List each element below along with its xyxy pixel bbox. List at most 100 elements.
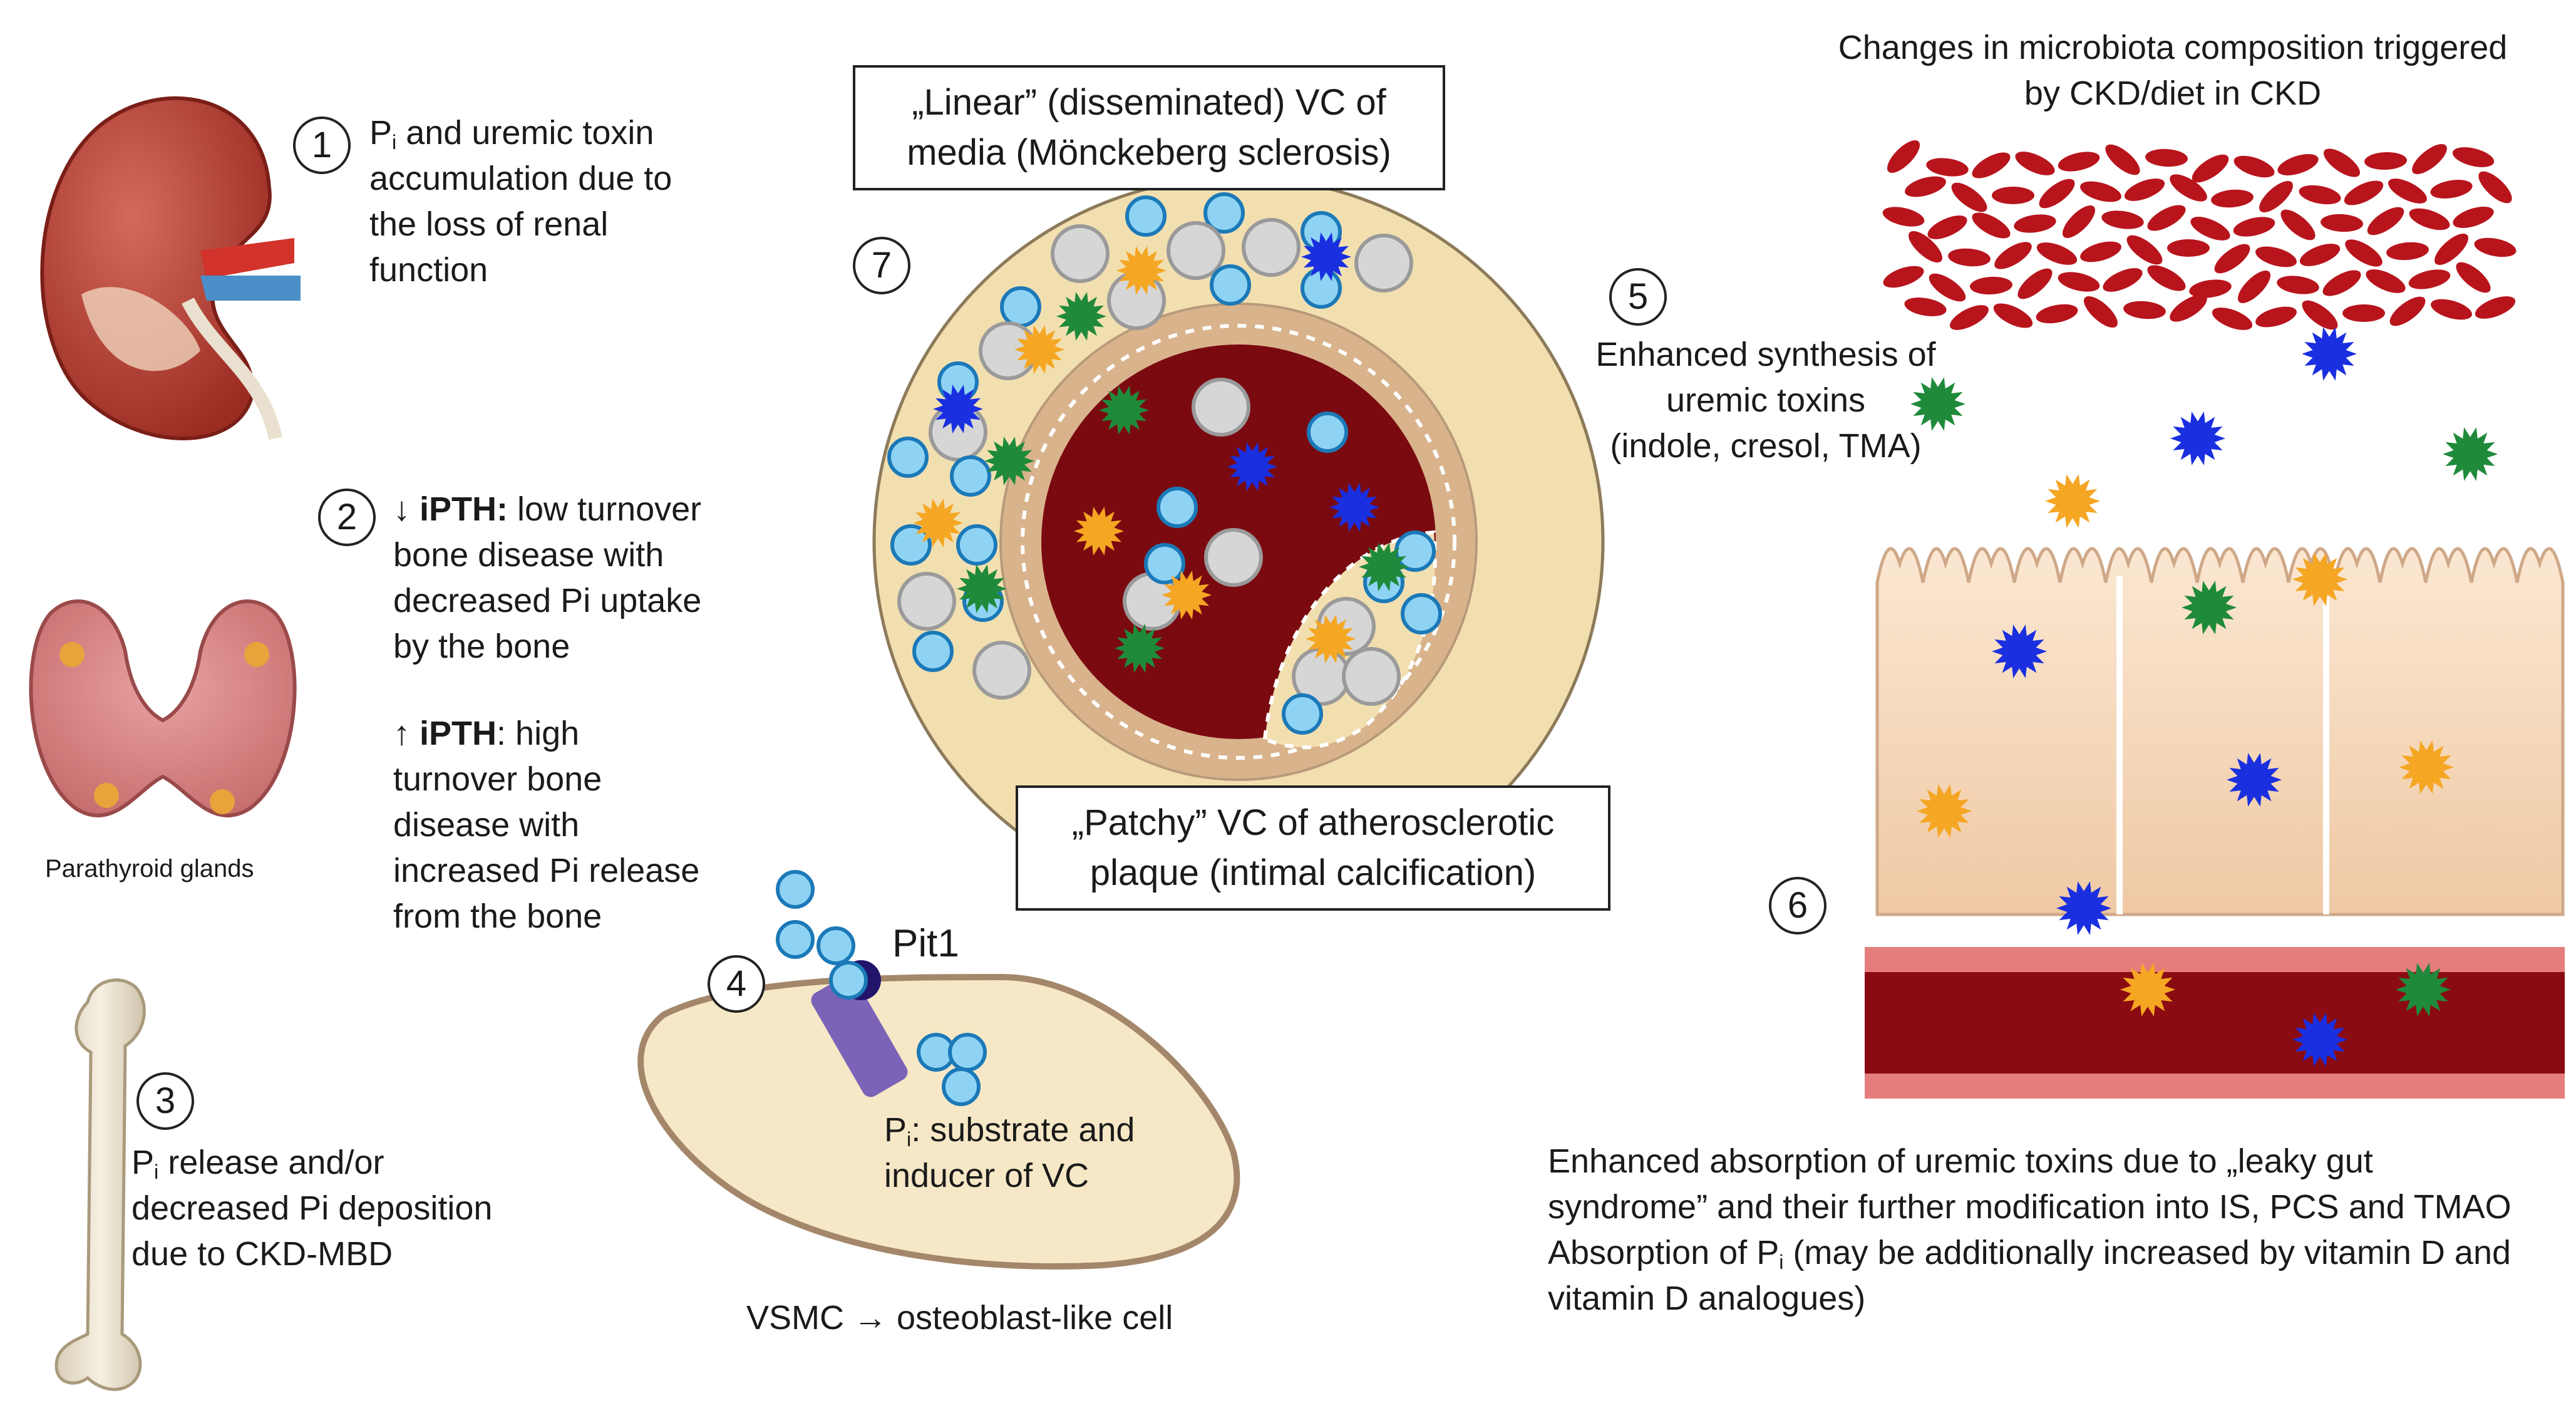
uremic-toxin	[1306, 614, 1356, 663]
bacterium	[2434, 233, 2468, 266]
parathyroid-illustration	[29, 599, 297, 818]
uremic-toxin	[1329, 483, 1379, 532]
phosphate-particle	[948, 1033, 987, 1072]
calcium-deposit	[1242, 218, 1301, 277]
bacterium	[2147, 205, 2186, 231]
bacterium	[1972, 152, 2011, 179]
uremic-toxin	[1910, 377, 1965, 431]
artery-cross-section	[872, 175, 1605, 908]
uremic-toxin	[2227, 753, 2282, 807]
bacterium	[2412, 143, 2447, 175]
bacterium	[1887, 140, 1920, 173]
bacterium	[2214, 244, 2250, 274]
bacterium	[2147, 265, 2186, 291]
uremic-toxin	[2182, 581, 2237, 634]
bacterium	[2126, 235, 2163, 265]
phosphate-particle	[1210, 264, 1251, 306]
step-number-7: 7	[853, 237, 910, 294]
calcium-deposit	[1167, 221, 1225, 280]
bacterium	[2324, 148, 2360, 177]
bacterium	[2342, 304, 2385, 322]
gut-bacteria	[1882, 140, 2517, 330]
bacterium	[2212, 308, 2253, 330]
bacterium	[2474, 237, 2517, 257]
uremic-toxin	[2443, 427, 2498, 481]
bacterium	[1950, 305, 1989, 330]
bacterium	[2344, 180, 2384, 205]
uremic-toxin	[957, 564, 1007, 613]
calcium-deposit	[1192, 378, 1250, 437]
bacterium	[2036, 304, 2078, 324]
step2-high-ipth-text: ↑ iPTH: high turnover bone disease with …	[393, 715, 700, 935]
bacterium	[2277, 154, 2319, 175]
bacterium	[2255, 306, 2297, 328]
bacterium	[2145, 148, 2188, 167]
calcium-deposit	[1354, 234, 1413, 292]
phosphate-particle	[1394, 531, 1436, 572]
calcium-deposit	[1204, 528, 1263, 587]
vsmc-cell	[637, 870, 1240, 1270]
bacterium	[2170, 174, 2207, 202]
step4-text: Pi: substrate and inducer of VC	[884, 1111, 1135, 1194]
phosphate-particle	[1157, 487, 1198, 528]
bacterium	[1994, 242, 2032, 269]
bacterium	[2408, 269, 2451, 289]
phosphate-particle	[1282, 693, 1323, 735]
step5-text: Enhanced synthesis of uremic toxins (ind…	[1595, 336, 1936, 465]
step-number-1: 1	[293, 116, 351, 174]
uremic-toxin	[2056, 881, 2111, 935]
phosphate-particle	[817, 926, 855, 965]
microbiota-text: Changes in microbiota composition trigge…	[1838, 29, 2508, 112]
uremic-toxin	[1115, 624, 1165, 673]
bacterium	[1951, 182, 1987, 212]
bacterium	[2364, 152, 2407, 170]
bacterium	[2321, 214, 2363, 232]
bacterium	[1883, 266, 1924, 288]
linear-vc-box: „Linear” (disseminated) VC of media (Mön…	[853, 65, 1445, 190]
uremic-toxin	[913, 499, 963, 547]
pi-symbol: P	[369, 114, 393, 152]
uremic-toxin	[1301, 232, 1351, 281]
bacterium	[2105, 144, 2140, 175]
step6-text: Enhanced absorption of uremic toxins due…	[1548, 1142, 2512, 1317]
bacterium	[1929, 273, 1966, 302]
bacterium	[2058, 152, 2100, 172]
step-number-6: 6	[1769, 877, 1826, 934]
phosphate-particle	[1401, 593, 1442, 634]
uremic-toxin	[2120, 963, 2175, 1017]
phosphate-particle	[1144, 543, 1185, 584]
bacterium	[2302, 300, 2338, 330]
bacterium	[2367, 207, 2404, 236]
bacterium	[2366, 269, 2406, 293]
bacterium	[2478, 171, 2512, 204]
uremic-toxin	[1099, 386, 1149, 435]
bacterium	[2233, 155, 2275, 178]
bacterium	[1909, 230, 1942, 263]
uremic-toxin	[2292, 552, 2347, 606]
phosphate-particle	[887, 437, 929, 478]
parathyroid-label: Parathyroid glands	[45, 855, 254, 882]
bacterium	[2299, 185, 2341, 205]
bacterium	[1882, 207, 1925, 227]
bacterium	[1926, 158, 1969, 177]
uremic-toxin	[1162, 571, 1212, 619]
bacterium	[2190, 217, 2230, 241]
uremic-toxin	[2292, 1013, 2347, 1067]
bacterium	[2017, 268, 2053, 299]
bacterium	[2277, 276, 2319, 294]
uremic-toxin	[2396, 963, 2451, 1017]
phosphate-particle	[776, 920, 815, 959]
bacterium	[2170, 294, 2207, 322]
step-number-4: 4	[708, 955, 765, 1013]
uremic-toxin	[1359, 542, 1409, 591]
phosphate-particle	[942, 1067, 981, 1106]
bacterium	[2211, 189, 2254, 208]
uremic-toxin	[2045, 474, 2100, 528]
bacterium	[2430, 180, 2473, 199]
phosphate-particle	[912, 631, 954, 672]
bacterium	[1905, 176, 1946, 197]
bacterium	[2409, 208, 2450, 230]
bacterium	[2475, 296, 2516, 319]
bacterium	[2452, 147, 2495, 167]
